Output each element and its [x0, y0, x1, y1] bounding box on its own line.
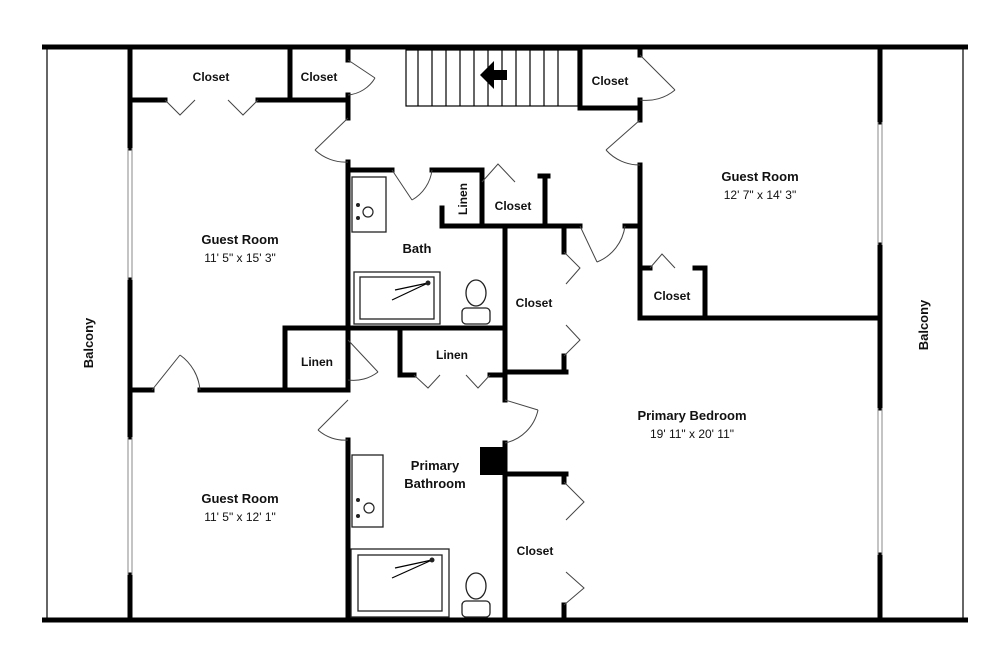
closet-middle-label: Closet: [516, 296, 553, 310]
room-labels: Balcony Balcony Closet Closet Closet Gue…: [81, 70, 931, 558]
guest-room-bottom-left-name: Guest Room: [201, 491, 278, 506]
sink-icon: [351, 176, 387, 233]
stair-arrow-icon: [480, 61, 507, 89]
bath-label: Bath: [403, 241, 432, 256]
guest-room-top-left-name: Guest Room: [201, 232, 278, 247]
doors: [151, 54, 676, 606]
bathtub-icon: [353, 271, 441, 325]
linen-vertical-label: Linen: [456, 183, 470, 215]
balcony-right-label: Balcony: [916, 299, 931, 350]
primary-bath-fixtures: [350, 454, 491, 618]
closet-hall-label: Closet: [495, 199, 532, 213]
closet-top-right-label: Closet: [592, 74, 629, 88]
windows: [127, 122, 883, 575]
primary-bedroom-dims: 19' 11" x 20' 11": [650, 427, 734, 441]
closet-top-left-label: Closet: [193, 70, 230, 84]
toilet-icon: [461, 279, 491, 325]
stairs: [405, 49, 579, 107]
linen-center-label: Linen: [436, 348, 468, 362]
guest-room-top-right-dims: 12' 7" x 14' 3": [724, 188, 796, 202]
linen-left-label: Linen: [301, 355, 333, 369]
primary-bathroom-line1: Primary: [411, 458, 460, 473]
closet-primary-label: Closet: [517, 544, 554, 558]
balcony-left-label: Balcony: [81, 317, 96, 368]
primary-bedroom-name: Primary Bedroom: [637, 408, 746, 423]
guest-room-top-left-dims: 11' 5" x 15' 3": [204, 251, 276, 265]
toilet-icon: [461, 572, 491, 618]
closet-top-small-label: Closet: [301, 70, 338, 84]
bathtub-icon: [350, 548, 450, 618]
guest-room-bottom-left-dims: 11' 5" x 12' 1": [204, 510, 276, 524]
closet-guest-right-label: Closet: [654, 289, 691, 303]
primary-bathroom-line2: Bathroom: [404, 476, 465, 491]
guest-room-top-right-name: Guest Room: [721, 169, 798, 184]
sink-icon: [351, 454, 384, 528]
bath-fixtures: [351, 176, 491, 325]
interior-walls: [127, 44, 883, 623]
